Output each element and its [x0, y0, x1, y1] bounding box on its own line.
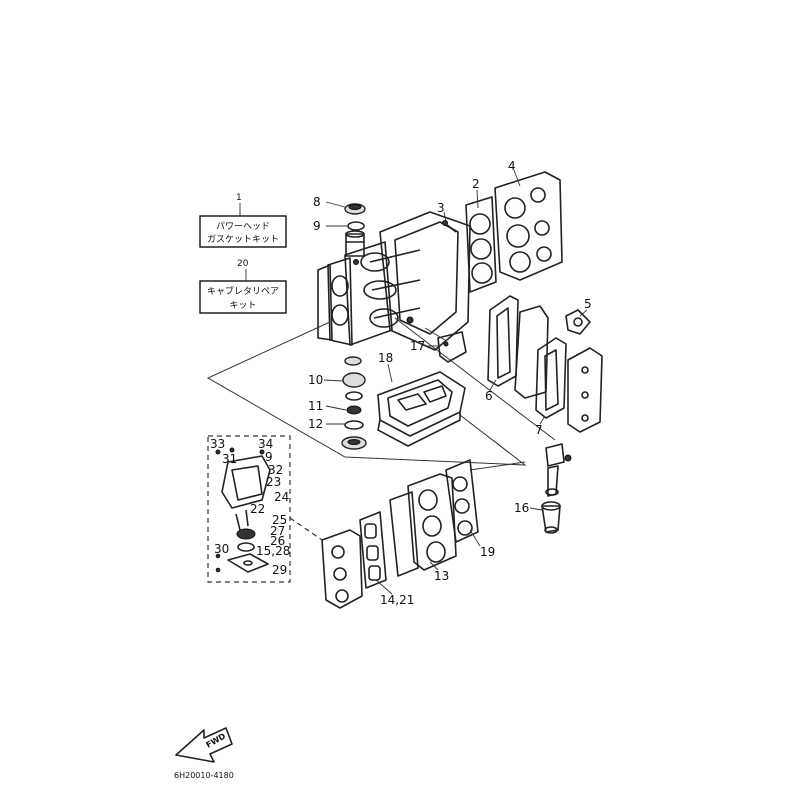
exhaust-cover-gasket	[487, 295, 549, 399]
kit-label-powerhead-gasket: 1 パワーヘッド ガスケットキット	[199, 193, 287, 248]
drawing-part-number: 6H20010-4180	[174, 771, 234, 780]
callout-11: 11	[308, 399, 323, 413]
callout-leaders	[323, 169, 588, 595]
callout-6: 6	[485, 389, 493, 403]
bearing-sleeve	[345, 230, 365, 257]
carburetor-kit-group	[207, 435, 291, 583]
callout-18: 18	[378, 351, 393, 365]
callout-8: 8	[313, 195, 321, 209]
kit-number: 20	[237, 259, 249, 269]
callout-29: 29	[272, 563, 287, 577]
crankcase-block	[317, 211, 471, 351]
callout-4: 4	[508, 159, 516, 173]
callout-10: 10	[308, 373, 323, 387]
callout-numbers: 2 3 4 5 6 7 8 9 10 11 12 13 14,21 16 17 …	[210, 159, 592, 607]
kit-label-carburetor-repair: 20 キャブレタリペア キット	[199, 259, 287, 314]
cylinder-head-cover	[494, 171, 563, 281]
carburetor-manifold	[321, 529, 363, 609]
callout-27: 27	[270, 524, 285, 538]
carburetor-small-parts	[215, 447, 271, 573]
exhaust-cover	[535, 337, 603, 433]
lower-bearing-stack	[341, 356, 367, 450]
callout-7: 7	[535, 423, 543, 437]
base-gasket	[377, 371, 466, 447]
callout-14-21: 14,21	[380, 593, 414, 607]
callout-25: 25	[272, 513, 287, 527]
callout-22: 22	[250, 502, 265, 516]
o-ring-small	[347, 221, 365, 231]
callout-19: 19	[480, 545, 495, 559]
callout-30: 30	[214, 542, 229, 556]
kit-label-line2: キット	[229, 301, 256, 311]
callout-33: 33	[210, 437, 225, 451]
fitting-part	[565, 309, 591, 335]
callout-16: 16	[514, 501, 529, 515]
callout-31: 31	[222, 452, 237, 466]
callout-32: 32	[268, 463, 283, 477]
kit-label-line1: パワーヘッド	[216, 221, 270, 232]
callout-9-b: 9	[265, 450, 273, 464]
cylinder-head-gasket	[465, 196, 497, 293]
callout-24: 24	[274, 490, 289, 504]
callout-15-28: 15,28	[256, 544, 290, 558]
reed-valve-block	[389, 473, 457, 577]
callout-17: 17	[410, 339, 425, 353]
bracket-plate	[437, 331, 467, 363]
callout-26: 26	[270, 534, 285, 548]
water-tube	[541, 443, 572, 534]
forward-direction-arrow: FWD	[175, 727, 233, 763]
intake-gasket	[359, 511, 387, 589]
callout-2: 2	[472, 177, 480, 191]
callout-23: 23	[266, 475, 281, 489]
reed-valve-gasket	[445, 459, 479, 543]
callout-34: 34	[258, 437, 273, 451]
crankshaft-oil-seal	[344, 203, 366, 215]
callout-3: 3	[437, 201, 445, 215]
callout-5: 5	[584, 297, 592, 311]
kit-number: 1	[236, 193, 242, 203]
callout-12: 12	[308, 417, 323, 431]
screw-part	[442, 220, 457, 233]
callout-9: 9	[313, 219, 321, 233]
kit-label-line1: キャブレタリペア	[207, 285, 279, 297]
callout-13: 13	[434, 569, 449, 583]
kit-label-line2: ガスケットキット	[207, 234, 279, 245]
